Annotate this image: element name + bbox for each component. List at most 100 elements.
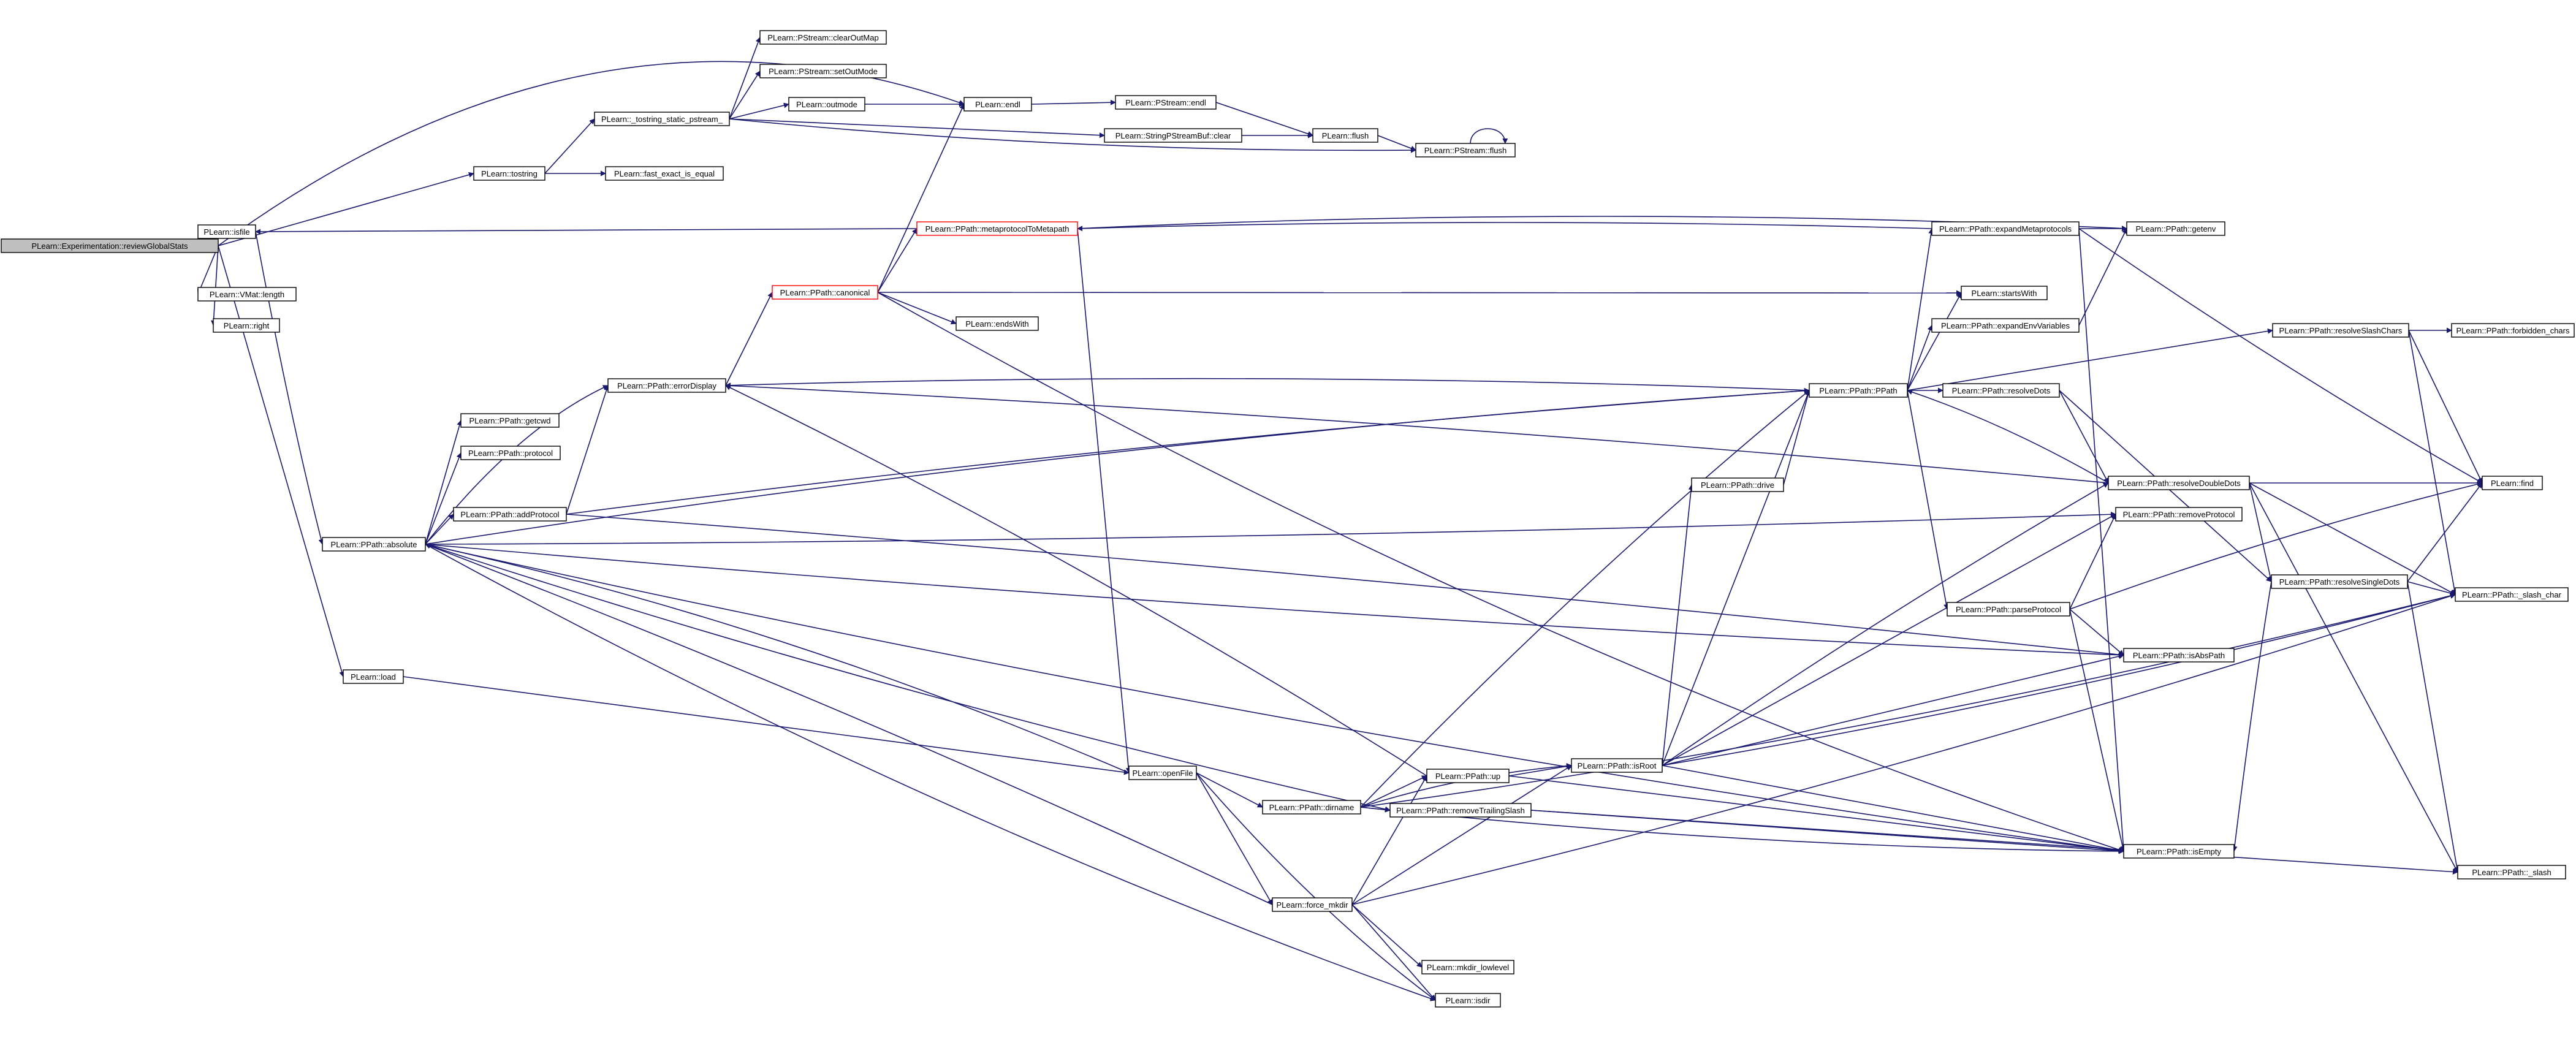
node-fast-exact-is-equal[interactable]: PLearn::fast_exact_is_equal: [605, 166, 724, 181]
node-starts-with[interactable]: PLearn::startsWith: [1961, 286, 2048, 300]
node-force-mkdir[interactable]: PLearn::force_mkdir: [1272, 897, 1353, 912]
edge-resolveDots-to-resolveDouble: [2059, 390, 2109, 484]
node-pstream-flush[interactable]: PLearn::PStream::flush: [1415, 143, 1516, 158]
node-remove-trailing-slash[interactable]: PLearn::PPath::removeTrailingSlash: [1389, 803, 1532, 818]
node-isdir[interactable]: PLearn::isdir: [1435, 993, 1501, 1008]
edge-dirname-to-up: [1360, 775, 1427, 808]
edge-expandMeta-to-metaprotocol: [1077, 222, 1932, 232]
edge-canonical-to-startsWith: [877, 290, 1962, 296]
node-is-empty[interactable]: PLearn::PPath::isEmpty: [2123, 844, 2235, 859]
svg-text:PLearn::StringPStreamBuf::clea: PLearn::StringPStreamBuf::clear: [1115, 131, 1231, 140]
node-canonical[interactable]: PLearn::PPath::canonical: [772, 285, 878, 300]
node-tostring-static-pstream[interactable]: PLearn::_tostring_static_pstream_: [594, 112, 730, 126]
node-error-display[interactable]: PLearn::PPath::errorDisplay: [607, 378, 726, 393]
node-slash-char[interactable]: PLearn::PPath::_slash_char: [2455, 587, 2569, 602]
edge-tostring_static-to-spsb_clear: [729, 118, 1105, 139]
node-remove-protocol[interactable]: PLearn::PPath::removeProtocol: [2115, 507, 2243, 522]
node-drive[interactable]: PLearn::PPath::drive: [1691, 477, 1784, 492]
svg-text:PLearn::PPath::canonical: PLearn::PPath::canonical: [780, 288, 870, 297]
node-up[interactable]: PLearn::PPath::up: [1426, 769, 1510, 783]
node-outmode[interactable]: PLearn::outmode: [788, 97, 865, 112]
edge-resolveSingle-to-slash_char: [2407, 581, 2456, 596]
edge-up-to-isRoot: [1508, 763, 1572, 777]
edge-force_mkdir-to-up: [1351, 775, 1427, 905]
node-flush[interactable]: PLearn::flush: [1312, 128, 1378, 143]
node-getcwd[interactable]: PLearn::PPath::getcwd: [460, 413, 560, 428]
edge-metaprotocol-to-isfile: [255, 228, 918, 235]
node-parse-protocol[interactable]: PLearn::PPath::parseProtocol: [1947, 602, 2070, 617]
node-metaprotocol-to-metapath[interactable]: PLearn::PPath::metaprotocolToMetapath: [916, 221, 1078, 236]
node-resolve-slash-chars[interactable]: PLearn::PPath::resolveSlashChars: [2272, 323, 2409, 338]
svg-text:PLearn::PPath::resolveSingleDo: PLearn::PPath::resolveSingleDots: [2279, 577, 2400, 587]
node-pstream-endl[interactable]: PLearn::PStream::endl: [1115, 95, 1217, 110]
node-vmat-length[interactable]: PLearn::VMat::length: [197, 287, 297, 302]
edge-errorDisplay-to-canonical: [725, 292, 773, 386]
node-resolve-single-dots[interactable]: PLearn::PPath::resolveSingleDots: [2271, 574, 2408, 589]
node-isfile[interactable]: PLearn::isfile: [197, 224, 256, 239]
node-stringpstreambuf-clear[interactable]: PLearn::StringPStreamBuf::clear: [1104, 128, 1242, 143]
edge-parseProtocol-to-find: [2069, 481, 2483, 610]
node-open-file[interactable]: PLearn::openFile: [1128, 765, 1197, 780]
edge-ppath-to-startsWith: [1907, 292, 1962, 391]
edge-addProtocol-to-isAbsPath: [566, 514, 2124, 658]
edge-ppath-to-resolveSlash: [1907, 328, 2273, 391]
edge-resolveSlash-to-slash_char: [2408, 330, 2458, 595]
node-is-root[interactable]: PLearn::PPath::isRoot: [1571, 758, 1663, 773]
edge-force_mkdir-to-mkdir_lowlevel: [1351, 904, 1423, 968]
edge-pstream_endl-to-flush: [1215, 102, 1313, 137]
node-getenv[interactable]: PLearn::PPath::getenv: [2126, 221, 2225, 236]
edge-flush-to-pstream_flush: [1377, 135, 1416, 151]
node-resolve-double-dots[interactable]: PLearn::PPath::resolveDoubleDots: [2108, 476, 2250, 490]
svg-text:PLearn::PPath::getenv: PLearn::PPath::getenv: [2136, 224, 2216, 234]
node-slash[interactable]: PLearn::PPath::_slash: [2457, 865, 2566, 879]
node-resolve-dots[interactable]: PLearn::PPath::resolveDots: [1942, 383, 2060, 398]
edge-up-to-errorDisplay: [725, 385, 1427, 777]
node-dirname[interactable]: PLearn::PPath::dirname: [1262, 800, 1361, 815]
node-tostring[interactable]: PLearn::tostring: [473, 166, 545, 181]
node-is-abs-path[interactable]: PLearn::PPath::isAbsPath: [2123, 648, 2235, 663]
svg-text:PLearn::VMat::length: PLearn::VMat::length: [210, 290, 284, 299]
svg-text:PLearn::PPath::forbidden_chars: PLearn::PPath::forbidden_chars: [2456, 326, 2570, 335]
node-endl[interactable]: PLearn::endl: [963, 97, 1032, 112]
edge-force_mkdir-to-isdir: [1351, 904, 1436, 1001]
svg-text:PLearn::endl: PLearn::endl: [975, 100, 1020, 109]
edge-dirname-to-isEmpty: [1360, 807, 2124, 854]
edge-absolute-to-isEmpty: [425, 544, 2124, 854]
edge-absolute-to-isdir: [425, 544, 1436, 1001]
node-ends-with[interactable]: PLearn::endsWith: [956, 316, 1039, 331]
node-set-out-mode[interactable]: PLearn::PStream::setOutMode: [759, 64, 887, 78]
svg-text:PLearn::PPath::expandMetaproto: PLearn::PPath::expandMetaprotocols: [1939, 224, 2072, 234]
node-absolute[interactable]: PLearn::PPath::absolute: [322, 537, 426, 552]
node-expand-env-variables[interactable]: PLearn::PPath::expandEnvVariables: [1931, 318, 2080, 333]
node-ppath-constructor[interactable]: PLearn::PPath::PPath: [1809, 383, 1908, 398]
edge-reviewGlobalStats-to-load: [218, 245, 345, 677]
edge-ppath-to-errorDisplay: [725, 378, 1810, 391]
node-right[interactable]: PLearn::right: [213, 318, 280, 333]
node-find[interactable]: PLearn::find: [2482, 476, 2543, 490]
svg-text:PLearn::right: PLearn::right: [224, 321, 270, 330]
node-clear-out-map[interactable]: PLearn::PStream::clearOutMap: [759, 30, 887, 45]
svg-text:PLearn::PPath::isRoot: PLearn::PPath::isRoot: [1578, 761, 1657, 770]
edge-endl-to-pstream_endl: [1031, 99, 1116, 105]
node-expand-metaprotocols[interactable]: PLearn::PPath::expandMetaprotocols: [1931, 221, 2080, 236]
svg-text:PLearn::openFile: PLearn::openFile: [1132, 769, 1193, 778]
svg-text:PLearn::PPath::removeTrailingS: PLearn::PPath::removeTrailingSlash: [1396, 806, 1525, 815]
node-protocol[interactable]: PLearn::PPath::protocol: [460, 446, 561, 460]
edge-resolveDouble-to-ppath: [1907, 389, 2109, 484]
node-add-protocol[interactable]: PLearn::PPath::addProtocol: [453, 507, 567, 522]
edge-canonical-to-metaprotocol: [877, 228, 918, 293]
edge-reviewGlobalStats-to-right: [211, 245, 219, 326]
edge-isRoot-to-resolveDouble: [1662, 482, 2109, 766]
edge-absolute-to-protocol: [425, 452, 462, 545]
svg-text:PLearn::PStream::clearOutMap: PLearn::PStream::clearOutMap: [767, 33, 878, 42]
node-mkdir-lowlevel[interactable]: PLearn::mkdir_lowlevel: [1421, 960, 1514, 974]
node-load[interactable]: PLearn::load: [343, 669, 404, 684]
node-forbidden-chars[interactable]: PLearn::PPath::forbidden_chars: [2451, 323, 2575, 338]
edge-absolute-to-removeTrailing: [425, 544, 1391, 812]
svg-text:PLearn::PPath::metaprotocolToM: PLearn::PPath::metaprotocolToMetapath: [925, 224, 1070, 234]
node-review-global-stats[interactable]: PLearn::Experimentation::reviewGlobalSta…: [1, 238, 219, 253]
svg-text:PLearn::PStream::setOutMode: PLearn::PStream::setOutMode: [769, 67, 878, 76]
edge-openFile-to-force_mkdir: [1196, 772, 1273, 905]
edge-resolveSlash-to-find: [2408, 330, 2483, 484]
svg-text:PLearn::PPath::parseProtocol: PLearn::PPath::parseProtocol: [1956, 605, 2061, 614]
